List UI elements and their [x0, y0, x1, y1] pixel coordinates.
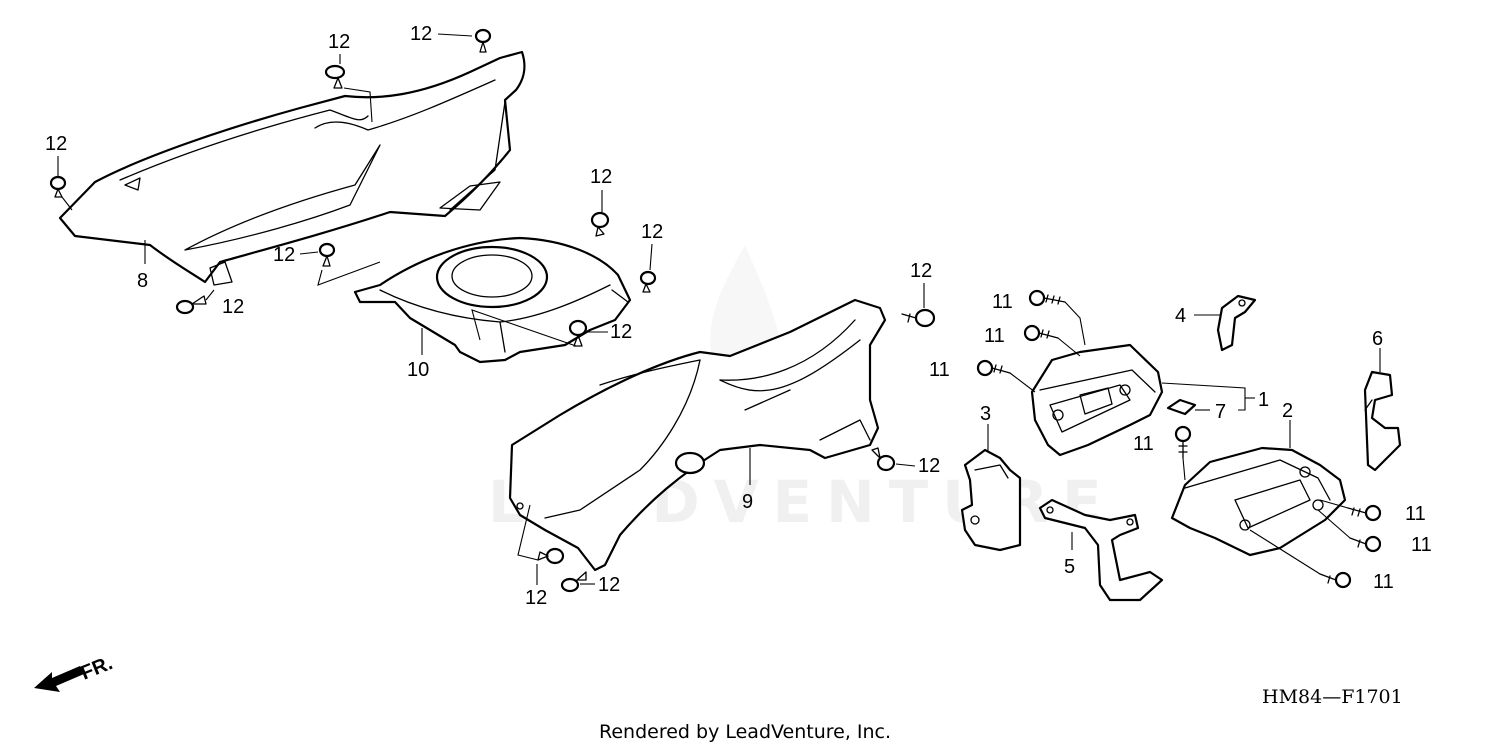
- callout-9: 9: [742, 448, 753, 513]
- part-7-pad[interactable]: [1166, 398, 1197, 416]
- svg-text:11: 11: [1133, 433, 1154, 455]
- svg-text:3: 3: [980, 403, 991, 425]
- svg-text:6: 6: [1372, 328, 1383, 350]
- clip-12-l: [560, 571, 587, 593]
- svg-text:12: 12: [273, 244, 295, 266]
- svg-text:11: 11: [1411, 534, 1432, 556]
- part-10-tank-cover[interactable]: [353, 236, 632, 364]
- svg-text:12: 12: [222, 296, 244, 318]
- svg-text:12: 12: [641, 221, 663, 243]
- screws-11[interactable]: [976, 289, 1382, 589]
- clip-12-j: [871, 447, 896, 472]
- svg-text:2: 2: [1282, 400, 1293, 422]
- callout-6: 6: [1372, 328, 1383, 372]
- part-4-small-bracket[interactable]: [1216, 294, 1257, 352]
- svg-text:11: 11: [929, 359, 950, 381]
- clip-12-g: [318, 242, 336, 267]
- svg-text:12: 12: [525, 587, 547, 609]
- part-5-stay[interactable]: [1038, 498, 1164, 602]
- callout-4: 4: [1175, 305, 1220, 327]
- direction-label: FR.: [78, 652, 116, 684]
- screw-11-e: [1347, 504, 1382, 522]
- svg-text:12: 12: [910, 260, 932, 282]
- screw-11-b: [1023, 324, 1059, 342]
- arrow-icon: [34, 666, 84, 692]
- screw-11-g: [1319, 571, 1352, 589]
- callout-8: 8: [137, 240, 148, 292]
- clip-12-e: [590, 211, 610, 237]
- part-1-box-upper[interactable]: [1030, 343, 1164, 457]
- screw-11-c: [976, 359, 1011, 377]
- part-6-clip-bracket[interactable]: [1363, 370, 1402, 472]
- svg-text:12: 12: [598, 574, 620, 596]
- svg-text:11: 11: [992, 291, 1013, 313]
- credit-text: Rendered by LeadVenture, Inc.: [599, 721, 891, 743]
- svg-text:11: 11: [1373, 571, 1394, 593]
- svg-text:10: 10: [407, 359, 429, 381]
- callout-10: 10: [407, 328, 429, 381]
- svg-text:5: 5: [1064, 556, 1075, 578]
- svg-text:12: 12: [328, 31, 350, 53]
- svg-text:11: 11: [984, 325, 1005, 347]
- screw-11-d: [1174, 425, 1192, 459]
- callout-3: 3: [980, 403, 991, 452]
- svg-text:9: 9: [742, 491, 753, 513]
- part-9-right-cover[interactable]: [508, 298, 887, 572]
- clip-12-i: [901, 308, 936, 328]
- clip-12-d: [175, 295, 207, 315]
- svg-text:12: 12: [610, 321, 632, 343]
- svg-text:12: 12: [918, 455, 940, 477]
- callout-2: 2: [1282, 400, 1293, 448]
- callouts-11: 11 11 11 11 11 11 11: [929, 291, 1432, 593]
- clip-12-f: [639, 270, 657, 293]
- svg-text:7: 7: [1215, 401, 1226, 423]
- clip-12-h: [568, 319, 588, 347]
- front-direction-arrow: FR.: [34, 652, 116, 692]
- svg-text:12: 12: [410, 23, 432, 45]
- svg-text:12: 12: [590, 166, 612, 188]
- clip-12-c: [49, 175, 67, 198]
- clips-12[interactable]: [49, 28, 936, 593]
- svg-text:1: 1: [1258, 389, 1269, 411]
- svg-text:12: 12: [45, 133, 67, 155]
- part-3-bracket[interactable]: [960, 448, 1022, 552]
- callout-7: 7: [1195, 401, 1226, 423]
- clip-12-a: [474, 28, 492, 53]
- diagram-code: HM84—F1701: [1262, 686, 1403, 708]
- part-2-box-lower[interactable]: [1170, 446, 1347, 557]
- clip-12-k: [537, 547, 565, 565]
- screw-11-a: [1028, 289, 1066, 307]
- svg-text:8: 8: [137, 270, 148, 292]
- callouts-12: 12 12 12 12 12 12 12 12 12 12 12 12: [45, 23, 940, 609]
- part-8-left-cover[interactable]: [58, 50, 526, 286]
- svg-text:4: 4: [1175, 305, 1186, 327]
- screw-11-f: [1349, 535, 1382, 553]
- callout-1: 1: [1161, 382, 1269, 411]
- svg-text:11: 11: [1405, 503, 1426, 525]
- callout-5: 5: [1064, 532, 1075, 578]
- clip-12-b: [324, 64, 346, 89]
